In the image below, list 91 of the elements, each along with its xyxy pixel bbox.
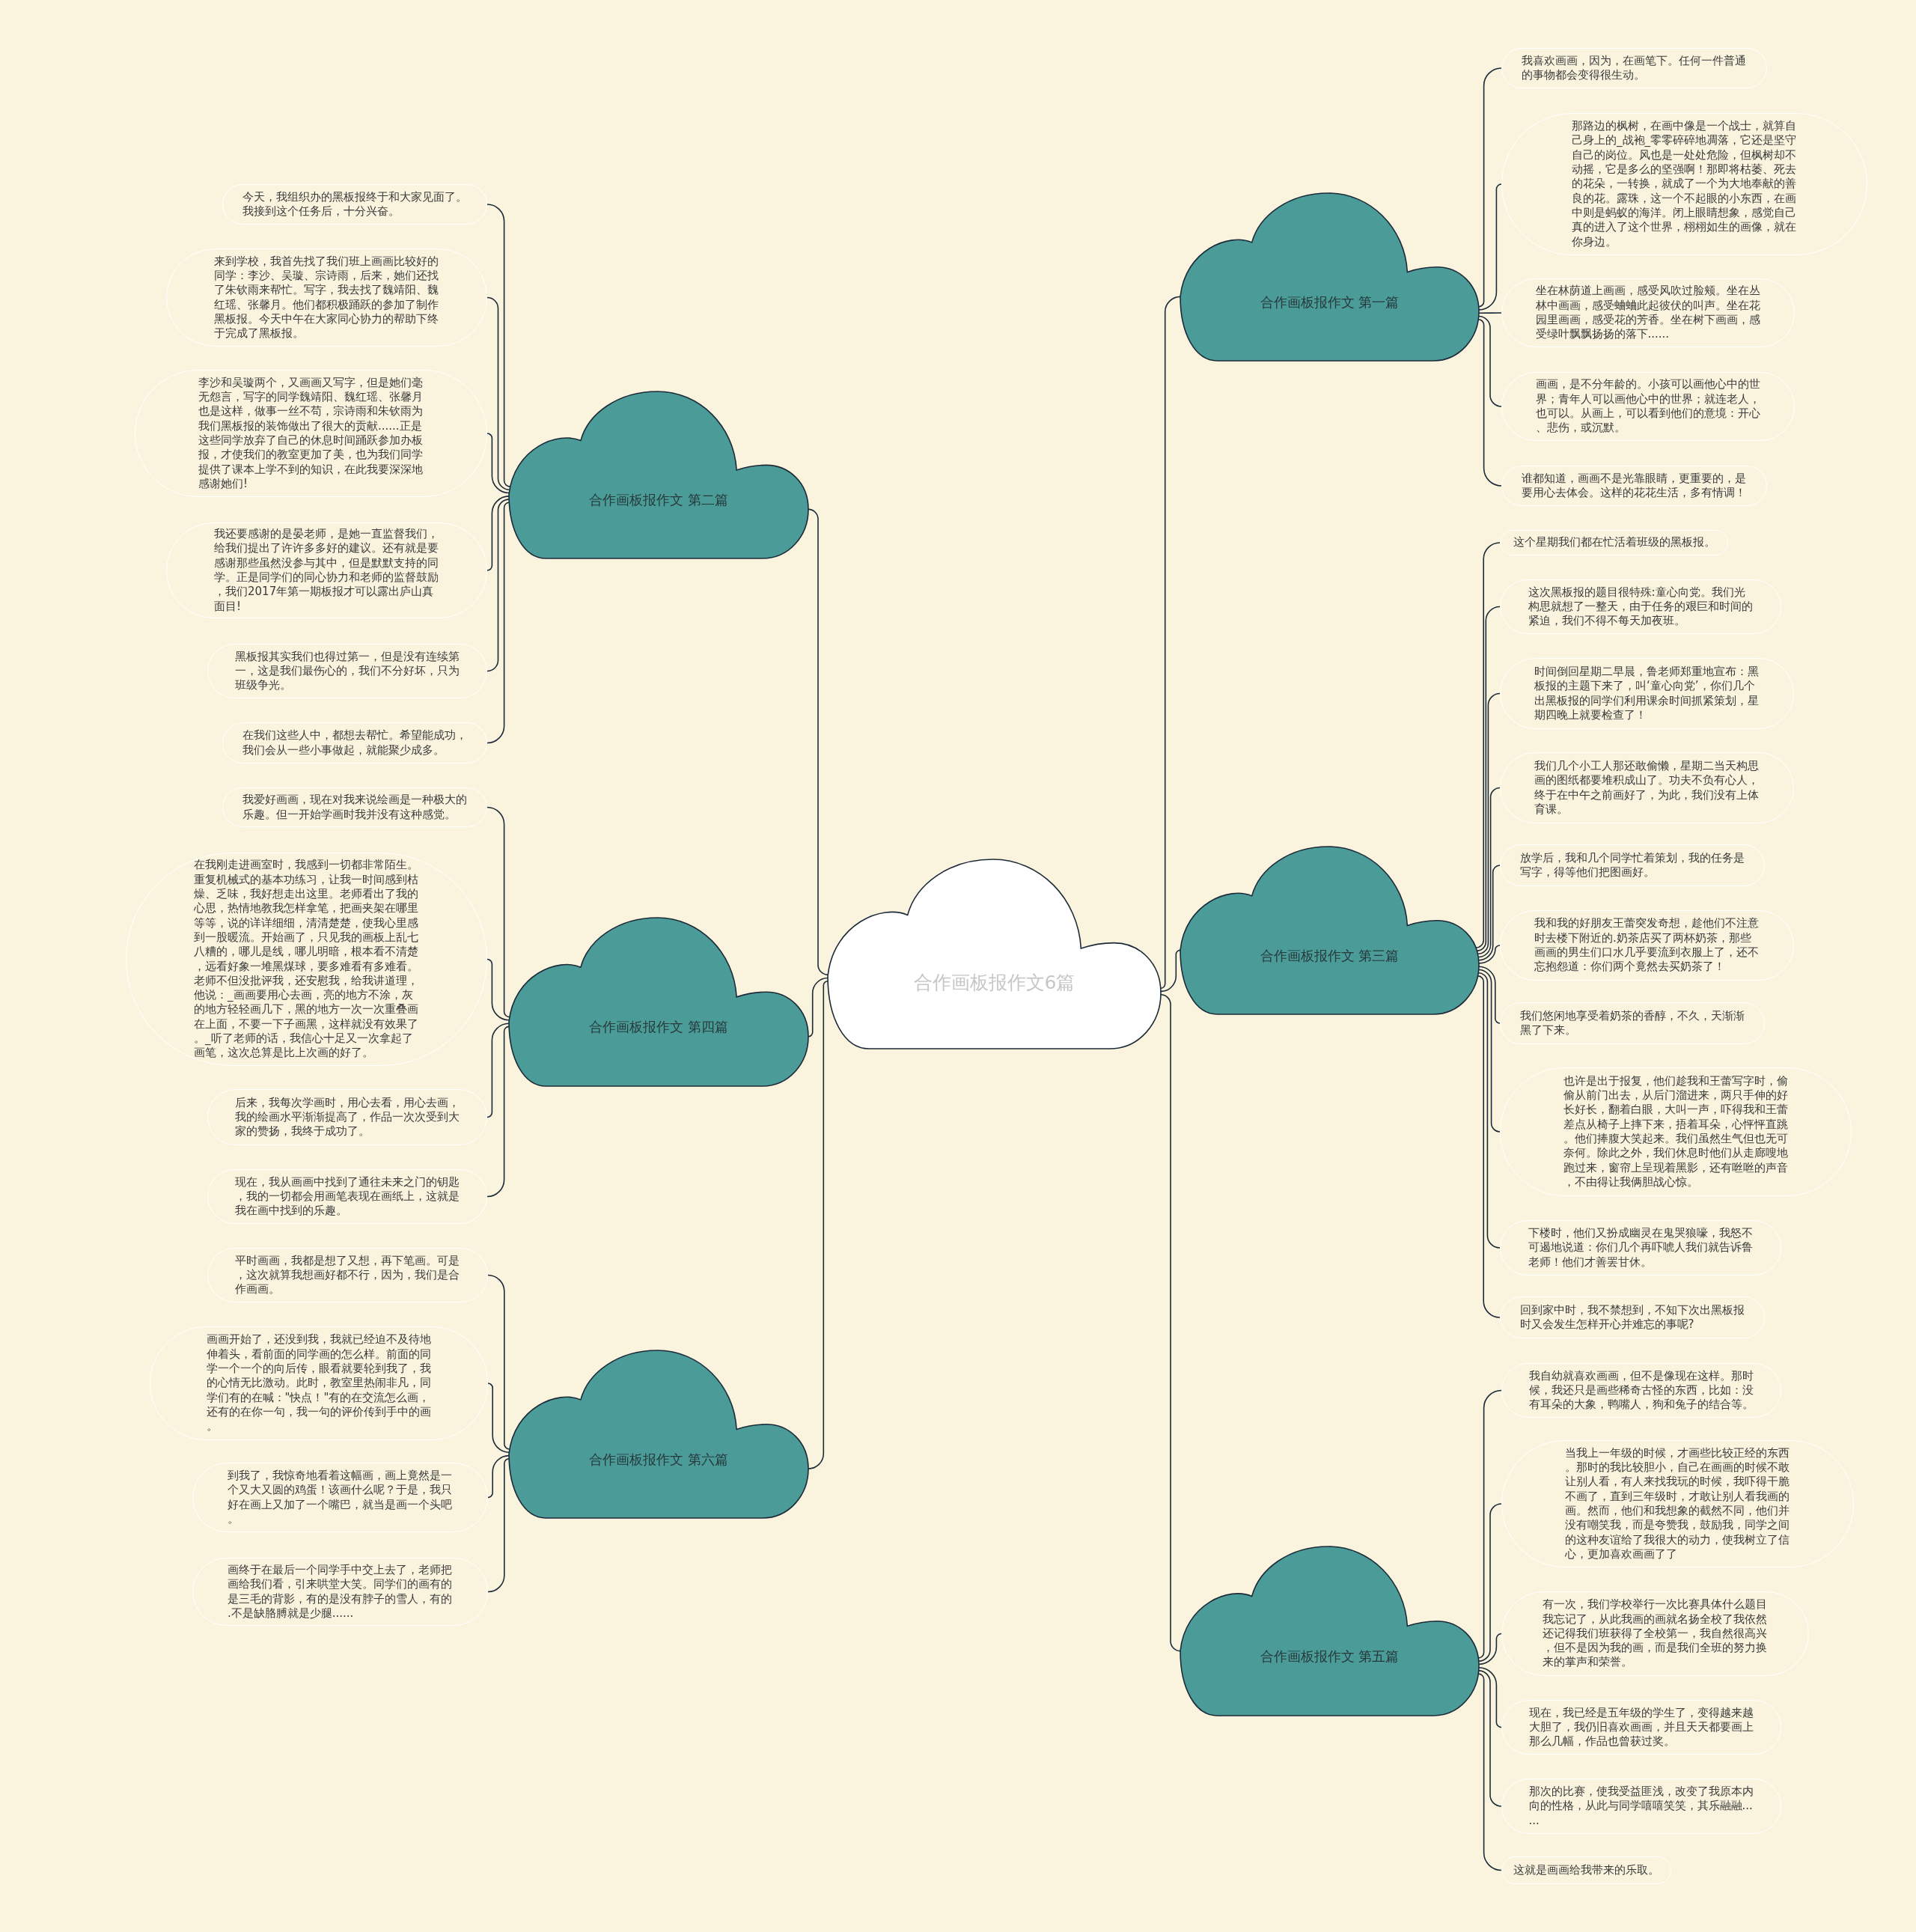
connector-line [487, 1458, 510, 1593]
connector-line [1478, 865, 1501, 961]
paragraph: 现在，我已经是五年级的学生了，变得越来越大胆了，我仍旧喜欢画画，并且天天都要画上那么几幅，作品也曾获过奖。 [1528, 1705, 1754, 1749]
cloud [1180, 1546, 1479, 1716]
paragraph: 在我刚走进画室时，我感到一切都非常陌生。重复机械式的基本功练习，让我一时间感到枯燥、乏味，我好想走出这里。老师看出了我的心思，热情地教我怎样拿笔，把画夹架在哪里等等，说的详详细细，清清楚楚，使我心里感到一股暖流。开始画了，只见我的画板上乱七八糟的，哪儿是线，哪儿明暗，根本看不清楚，远看好象一堆黑煤球，要多难看有多难看。老师不但没批评我，还安慰我，给我讲道理，他说：_画画要用心去画，亮的地方不涂，灰的地方轻轻画几下，黑的地方一次一次重叠画在上面，不要一下子画黑，这样就没有效果了。_听了老师的话，我信心十足又一次拿起了画笔，这次总算是比上次画的好了。 [194, 858, 419, 1061]
paragraph: 黑板报其实我们也得过第一，但是没有连续第一，这是我们最伤心的，我们不分好坏，只为班级争光。 [234, 649, 460, 693]
connector-line [1477, 972, 1501, 1249]
paragraph: 今天，我组织办的黑板报终于和大家见面了。我接到这个任务后，十分兴奋。 [242, 189, 468, 219]
paragraph: 坐在林荫道上画画，感受风吹过脸颊。坐在丛林中画画，感受蛐蛐此起彼伏的叫声。坐在花园里画画，感受花的芳香。坐在树下画画，感受绿叶飘飘扬扬的落下...... [1535, 284, 1761, 342]
paragraph: 当我上一年级的时候，才画些比较正经的东西。那时的我比较胆小，自己在画画的时候不敢让别人看，有人来找我玩的时候，我吓得干脆不画了，直到三年级时，才敢让别人看我画的画。然而，他们和我想象的截然不同，他们并没有嘲笑我，而是夸赞我，鼓励我，同学之间的这种友谊给了我很大的动力，使我树立了信心，更加喜欢画画了了 [1565, 1445, 1790, 1562]
connector-line [1478, 183, 1502, 311]
cloud-label: 合作画板报作文 第二篇 [589, 490, 728, 509]
text-bubble [222, 722, 487, 764]
cloud [1180, 193, 1479, 361]
connector-line [1478, 945, 1501, 964]
connector-line [808, 977, 829, 1037]
connector-line [487, 1383, 510, 1453]
paragraph: 也许是出于报复，他们趁我和王蕾写字时，偷偷从前门出去，从后门溜进来，两只手伸的好长好长，翻着白眼，大叫一声，吓得我和王蕾差点从椅子上摔下来，捂着耳朵，心怦怦直跳。他们捧腹大笑起来。我们虽然生气但也无可奈何。除此之外，我们休息时他们从走廊嗖地跑过来，窗帘上呈现着黑影，还有咝咝的声音，不由得让我俩胆战心惊。 [1563, 1073, 1789, 1190]
paragraph: 现在，我从画画中找到了通往未来之门的钥匙，我的一切都会用画笔表现在画纸上，这就是我在画中找到的乐趣。 [234, 1174, 460, 1219]
connector-line [1160, 994, 1181, 1652]
connector-line [486, 958, 510, 1021]
cloud [828, 859, 1161, 1049]
connector-line [486, 496, 510, 571]
cloud-label: 合作画板报作文 第四篇 [589, 1018, 728, 1037]
connector-line [1477, 787, 1501, 958]
paragraph: 时间倒回星期二早晨，鲁老师郑重地宣布：黑板报的主题下来了，叫‘童心向党’，你们几个出黑板报的同学们利用课余时间抓紧策划，星期四晚上就要检查了！ [1534, 664, 1760, 723]
connector-line [1478, 1633, 1502, 1666]
cloud [1180, 847, 1479, 1014]
cloud-label: 合作画板报作文6篇 [913, 970, 1076, 995]
paragraph: 我们悠闲地享受着奶茶的香醇，不久，天渐渐黑了下来。 [1519, 1008, 1745, 1038]
connector-line [1160, 949, 1181, 993]
connector-line [487, 1274, 510, 1450]
connector-line [1477, 692, 1501, 955]
connector-line [486, 1026, 510, 1198]
paragraph: 这就是画画给我带来的乐取。 [1513, 1862, 1659, 1878]
paragraph: 来到学校，我首先找了我们班上画画比较好的同学：李沙、吴璇、宗诗雨，后来，她们还找了朱钦雨来帮忙。写字，我去找了魏靖阳、魏红瑶、张馨月。他们都积极踊跃的参加了制作黑板报。今天中午在大家同心协力的帮助下终于完成了黑板报。 [214, 254, 439, 341]
connector-line [487, 1454, 510, 1499]
paragraph: 李沙和吴璇两个，又画画又写字，但是她们毫无怨言，写字的同学魏靖阳、魏红瑶、张馨月也是这样，做事一丝不苟，宗诗雨和朱钦雨为我们黑板报的装饰做出了很大的贡献......正是这些同学放弃了自己的休息时间踊跃参加办板报，才使我们的教室更加了美，也为我们同学提供了课本上学不到的知识，在此我要深深地感谢她们! [198, 375, 424, 492]
connector-line [1477, 975, 1501, 1318]
connector-line [1478, 67, 1502, 308]
paragraph: 到我了，我惊奇地看着这幅画，画上竟然是一个又大又圆的鸡蛋！该画什么呢？于是，我只好在画上又加了一个嘴巴，就当是画一个头吧。 [228, 1468, 453, 1527]
cloud [509, 1350, 808, 1518]
paragraph: 我还要感谢的是晏老师，是她一直监督我们，给我们提出了许许多多好的建议。还有就是要感谢那些虽然没参与其中，但是默默支持的同学。正是同学们的同心协力和老师的监督鼓励，我们2017年第一期板报才可以露出庐山真面目! [214, 527, 439, 614]
paragraph: 我们几个小工人那还敢偷懒，星期二当天构思画的图纸都要堆积成山了。功夫不负有心人，终于在中午之前画好了，为此，我们没有上体育课。 [1534, 758, 1760, 817]
connector-line [1477, 1673, 1502, 1871]
paragraph: 后来，我每次学画时，用心去看，用心去画，我的绘画水平渐渐提高了，作品一次次受到大家的赞扬，我终于成功了。 [234, 1095, 460, 1139]
paragraph: 回到家中时，我不禁想到，不知下次出黑板报时又会发生怎样开心并难忘的事呢? [1519, 1302, 1745, 1332]
connector-line [1478, 969, 1501, 1133]
connector-line [1478, 966, 1501, 1024]
connector-line [1478, 1666, 1502, 1728]
paragraph: 我自幼就喜欢画画，但不是像现在这样。那时候，我还只是画些稀奇古怪的东西，比如：没有耳朵的大象，鸭嘴人，狗和兔子的结合等。 [1528, 1368, 1754, 1413]
paragraph: 平时画画，我都是想了又想，再下笔画。可是，这次就算我想画好都不行，因为，我们是合作画画。 [235, 1253, 460, 1297]
paragraph: 画画，是不分年龄的。小孩可以画他心中的世界；青年人可以画他心中的世界；就连老人，也可以。从画上，可以看到他们的意境：开心、悲伤，或沉默。 [1535, 377, 1761, 436]
paragraph: 画画开始了，还没到我，我就已经迫不及待地伸着头，看前面的同学画的怎么样。前面的同学一个一个的向后传，眼看就要轮到我了，我的心情无比激动。此时，教室里热闹非凡，同学们有的在喊："快点！"有的在交流怎么画，还有的在你一句，我一句的评价传到手中的画。 [206, 1332, 432, 1434]
cloud [509, 918, 808, 1086]
paragraph: 在我们这些人中，都想去帮忙。希望能成功，我们会从一些小事做起，就能聚少成多。 [242, 728, 468, 758]
cloud-label: 合作画板报作文 第六篇 [589, 1450, 728, 1469]
connector-line [1475, 542, 1501, 948]
connector-line [1478, 315, 1502, 407]
cloud-label: 合作画板报作文 第五篇 [1260, 1647, 1400, 1666]
connector-line [1477, 1389, 1502, 1659]
connector-line [486, 499, 510, 672]
connector-line [1160, 296, 1181, 989]
connector-line [1478, 1503, 1502, 1662]
paragraph: 我喜欢画画，因为，在画笔下。任何一件普通的事物都会变得很生动。 [1522, 53, 1747, 83]
connector-line [808, 508, 829, 975]
paragraph: 谁都知道，画画不是光靠眼睛，更重要的，是要用心去体会。这样的花花生活，多有情调！ [1522, 471, 1747, 501]
paragraph: 这次黑板报的题目很特殊:童心向党。我们光构思就想了一整天，由于任务的艰巨和时间的紧迫，我们不得不每天加夜班。 [1528, 585, 1754, 629]
connector-line [486, 433, 510, 494]
connector-line [486, 1023, 510, 1118]
connector-line [1477, 318, 1502, 487]
connector-line [1478, 1670, 1502, 1807]
connector-line [486, 502, 510, 744]
connector-line [1478, 312, 1502, 314]
cloud [509, 391, 808, 558]
connector-line [486, 204, 511, 487]
paragraph: 我爱好画画，现在对我来说绘画是一种极大的乐趣。但一开始学画时我并没有这种感觉。 [242, 793, 468, 822]
connector-line [486, 296, 510, 491]
cloud-label: 合作画板报作文 第三篇 [1260, 946, 1400, 965]
paragraph: 画终于在最后一个同学手中交上去了，老师把画给我们看，引来哄堂大笑。同学们的画有的是三毛的背影，有的是没有脖子的雪人，有的.不是缺胳膊就是少腿...... [228, 1562, 453, 1621]
cloud-label: 合作画板报作文 第一篇 [1260, 293, 1400, 311]
connector-line [486, 806, 510, 1018]
connector-line [1476, 606, 1501, 951]
paragraph: 下楼时，他们又扮成幽灵在鬼哭狼嚎，我怒不可遏地说道：你们几个再吓唬人我们就告诉鲁老师！他们才善罢甘休。 [1528, 1226, 1754, 1270]
paragraph: 那次的比赛，使我受益匪浅，改变了我原本内向的性格，从此与同学嘻嘻笑笑，其乐融融...... [1528, 1785, 1754, 1828]
connector-line [808, 980, 829, 1469]
paragraph: 那路边的枫树，在画中像是一个战士，就算自己身上的_战袍_零零碎碎地凋落，它还是坚守自己的岗位。风也是一处处危险，但枫树却不动摇，它是多么的坚强啊！那即将枯萎、死去的花朵，一转换，就成了一个为大地奉献的善良的花。露珠，这一个不起眼的小东西，在画中则是蚂蚁的海洋。闭上眼睛想象，感觉自己真的进入了这个世界，栩栩如生的画像，就在你身边。 [1572, 119, 1797, 249]
paragraph: 我和我的好朋友王蕾突发奇想，趁他们不注意时去楼下附近的.奶茶店买了两杯奶茶，那些画画的男生们口水几乎要流到衣服上了，还不忘抱怨道：你们两个竟然去买奶茶了！ [1534, 916, 1760, 975]
paragraph: 这个星期我们都在忙活着班级的黑板报。 [1513, 535, 1715, 550]
paragraph: 放学后，我和几个同学忙着策划，我的任务是写字，得等他们把图画好。 [1519, 850, 1745, 880]
paragraph: 有一次，我们学校举行一次比赛具体什么题目我忘记了，从此我画的画就名扬全校了我依然还记得我们班获得了全校第一，我自然很高兴，但不是因为我的画，而是我们全班的努力换来的掌声和荣誉。 [1543, 1597, 1768, 1670]
